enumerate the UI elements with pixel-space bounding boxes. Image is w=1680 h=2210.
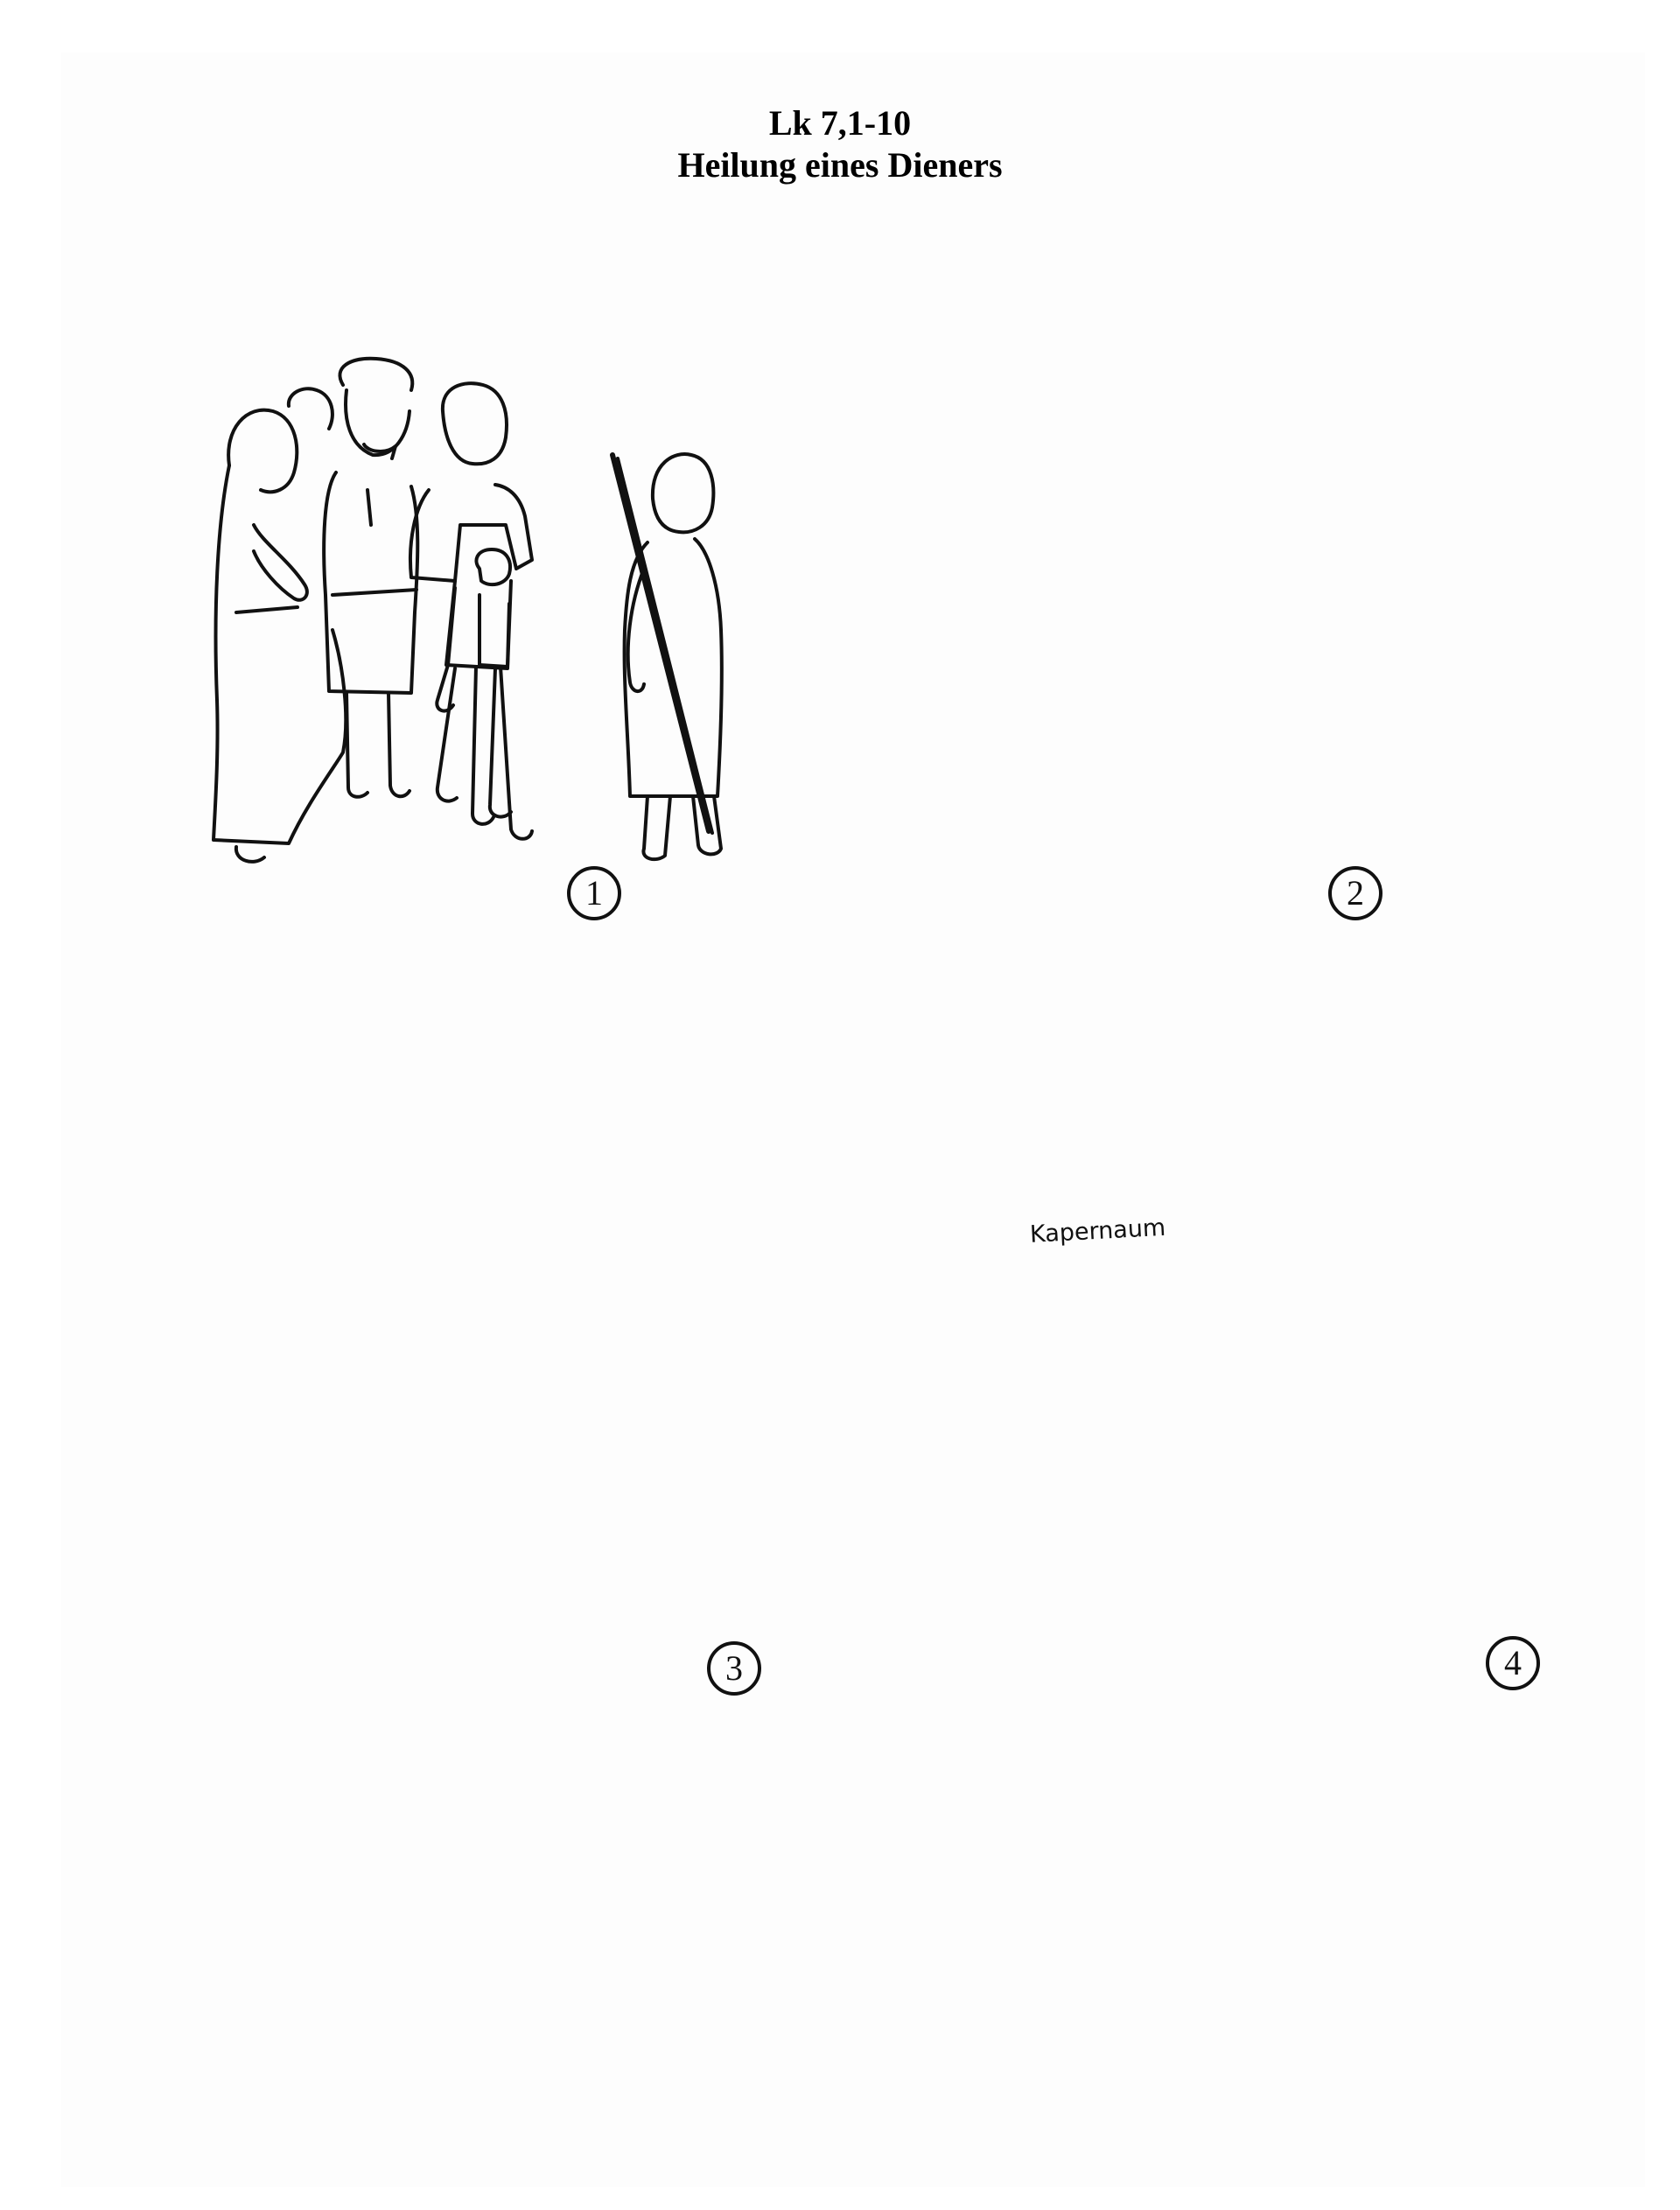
panel-number-3: 3	[707, 1641, 761, 1696]
panel-number-4: 4	[1486, 1636, 1540, 1690]
page-reference: Lk 7,1-10	[768, 103, 912, 143]
panel-number-2: 2	[1328, 866, 1382, 920]
page-sheet	[61, 52, 1645, 2187]
page-title: Heilung eines Dieners	[677, 145, 1003, 185]
panel-1-illustration	[212, 356, 724, 864]
panel-number-1: 1	[567, 866, 621, 920]
